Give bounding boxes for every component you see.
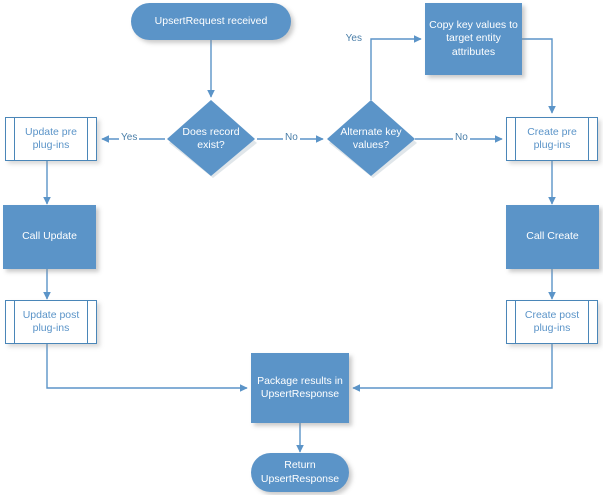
edge-label-record-exist-no: No <box>283 132 300 143</box>
node-label: UpsertRequest received <box>154 14 268 27</box>
edge-create-post-to-package <box>352 344 553 392</box>
diamond-shape <box>327 100 417 178</box>
node-call-update[interactable]: Call Update <box>3 205 96 269</box>
node-upsert-request-received[interactable]: UpsertRequest received <box>131 3 291 40</box>
edge-label-alt-key-no: No <box>453 132 470 143</box>
diamond-shape <box>167 100 257 178</box>
edge-label-alt-key-yes: Yes <box>345 33 362 44</box>
edge-alt-key-yes-to-copy-keys <box>370 35 422 100</box>
node-label: Call Create <box>526 230 579 243</box>
node-call-create[interactable]: Call Create <box>506 205 599 269</box>
edge-label-record-exist-yes: Yes <box>119 132 140 143</box>
node-label: Call Update <box>22 230 77 243</box>
edge-update-post-to-package <box>46 344 248 392</box>
edge-copy-keys-to-create-pre <box>522 38 556 114</box>
